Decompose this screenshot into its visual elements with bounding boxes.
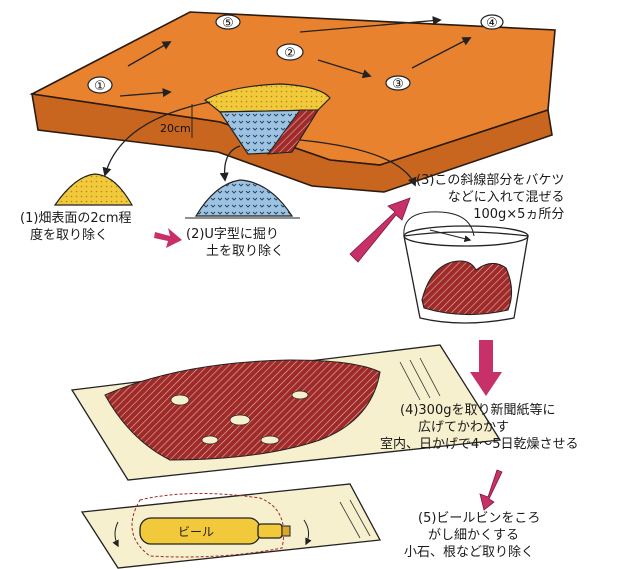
bottle-label: ビール <box>178 525 214 539</box>
dug-soil-pile <box>196 180 292 216</box>
svg-text:①: ① <box>94 79 106 94</box>
flow-arrow-4-to-5 <box>480 470 502 510</box>
field-plot: ① ② ③ ④ ⑤ <box>32 12 555 192</box>
topsoil-pile <box>55 174 132 205</box>
step-4-caption: (4)300gを取り新聞紙等に 広げてかわかす 室内、日かげで4～5日乾燥させる <box>400 402 579 453</box>
bucket <box>404 212 528 323</box>
step-5-caption: (5)ビールビンをころ がし細かくする 小石、根など取り除く <box>418 510 540 561</box>
flow-arrow-1-to-2 <box>154 228 182 248</box>
svg-text:②: ② <box>284 46 296 61</box>
bottle-rolling: ビール <box>82 484 380 568</box>
step-2-caption: (2)U字型に掘り 土を取り除く <box>186 226 284 260</box>
step-1-caption: (1)畑表面の2cm程 度を取り除く <box>20 210 132 244</box>
flow-arrow-2-to-3 <box>350 198 410 262</box>
svg-text:③: ③ <box>392 77 404 92</box>
flow-arrow-3-to-4 <box>470 340 502 396</box>
step-3-caption: (3)この斜線部分をバケツ などに入れて混ぜる 100g×5ヵ所分 <box>416 172 564 223</box>
svg-text:④: ④ <box>486 16 498 31</box>
svg-text:⑤: ⑤ <box>222 16 234 31</box>
depth-label: 20cm <box>160 122 191 135</box>
